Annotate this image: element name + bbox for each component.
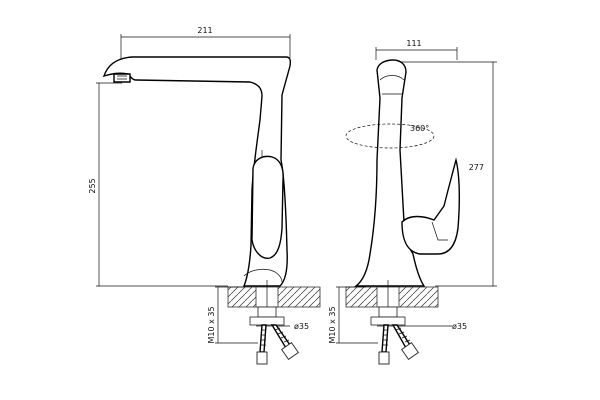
front-thread-dimension: M10 x 35 — [207, 286, 258, 344]
front-view: 211 255 M10 x 35 — [88, 26, 321, 365]
front-hole-label: ø35 — [294, 322, 309, 331]
rotation-indicator: 360° — [345, 123, 435, 149]
side-height-label: 277 — [469, 163, 484, 172]
front-thread-label: M10 x 35 — [207, 306, 216, 343]
side-shank: ø35 — [370, 306, 467, 331]
side-countertop — [345, 280, 439, 320]
front-shank: ø35 — [249, 306, 309, 331]
side-view: 111 277 360° M10 x 3 — [328, 39, 497, 365]
side-hole-label: ø35 — [452, 322, 467, 331]
dimension-side-width: 111 — [375, 39, 458, 60]
dimension-front-height: 255 — [88, 82, 228, 287]
side-hoses — [378, 324, 419, 365]
side-thread-label: M10 x 35 — [328, 306, 337, 343]
rotation-label: 360° — [410, 124, 429, 133]
dimension-side-height: 277 — [400, 61, 497, 287]
side-width-label: 111 — [406, 39, 421, 48]
front-height-label: 255 — [88, 178, 97, 193]
front-handle — [251, 155, 284, 259]
side-thread-dimension: M10 x 35 — [328, 286, 378, 344]
front-hoses — [256, 324, 299, 365]
front-countertop — [227, 280, 321, 320]
front-aerator — [113, 73, 131, 83]
side-spout — [353, 59, 426, 287]
side-handle — [401, 159, 461, 255]
reach-label: 211 — [197, 26, 212, 35]
